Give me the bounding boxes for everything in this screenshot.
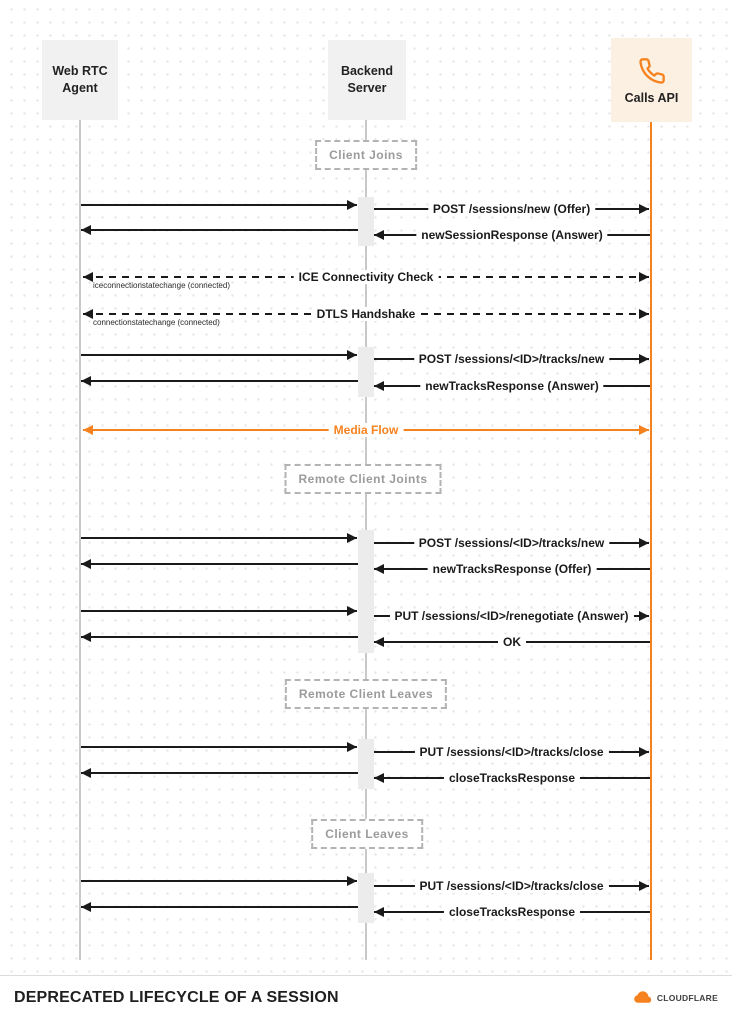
message-label: PUT /sessions/<ID>/tracks/close bbox=[414, 879, 609, 893]
arrowhead-left-icon bbox=[81, 376, 91, 386]
activation-bar bbox=[358, 347, 374, 397]
message-label: POST /sessions/<ID>/tracks/new bbox=[413, 536, 610, 550]
message-label: PUT /sessions/<ID>/tracks/close bbox=[414, 745, 609, 759]
arrowhead-left-icon bbox=[374, 381, 384, 391]
section-label: Client Joins bbox=[315, 140, 417, 170]
message-label: newTracksResponse (Offer) bbox=[427, 562, 597, 576]
actor-calls-api: Calls API bbox=[611, 38, 692, 122]
activations-layer bbox=[358, 197, 374, 923]
message-line bbox=[81, 204, 357, 206]
message-line bbox=[81, 906, 358, 908]
arrowhead-right-icon bbox=[347, 350, 357, 360]
message-line bbox=[81, 746, 357, 748]
arrowhead-right-icon bbox=[347, 876, 357, 886]
message-label: closeTracksResponse bbox=[443, 905, 581, 919]
message-line bbox=[81, 636, 358, 638]
arrowhead-right-icon bbox=[639, 881, 649, 891]
message-line bbox=[81, 354, 357, 356]
cloudflare-brand-text: CLOUDFLARE bbox=[656, 992, 718, 1003]
message-label: OK bbox=[498, 635, 526, 649]
activation-bar bbox=[358, 197, 374, 246]
arrowhead-left-icon bbox=[83, 272, 93, 282]
arrowhead-left-icon bbox=[374, 564, 384, 574]
arrowhead-left-icon bbox=[81, 902, 91, 912]
arrowhead-right-icon bbox=[639, 747, 649, 757]
message-label: PUT /sessions/<ID>/renegotiate (Answer) bbox=[389, 609, 634, 623]
arrowhead-left-icon bbox=[374, 773, 384, 783]
activation-bar bbox=[358, 873, 374, 923]
arrowhead-right-icon bbox=[639, 309, 649, 319]
message-label: DTLS Handshake bbox=[311, 307, 421, 321]
message-label: closeTracksResponse bbox=[443, 771, 581, 785]
arrowhead-right-icon bbox=[639, 425, 649, 435]
actor-label: Backend Server bbox=[340, 64, 394, 95]
message-line bbox=[81, 563, 358, 565]
arrowhead-right-icon bbox=[639, 354, 649, 364]
arrowhead-right-icon bbox=[347, 200, 357, 210]
actor-label: Calls API bbox=[624, 91, 679, 106]
messages-layer: POST /sessions/new (Offer) newSessionResp… bbox=[81, 200, 650, 919]
message-label: POST /sessions/new (Offer) bbox=[427, 202, 596, 216]
message-note: connectionstatechange (connected) bbox=[93, 318, 220, 327]
arrowhead-left-icon bbox=[81, 768, 91, 778]
cloudflare-logo-icon bbox=[633, 991, 653, 1004]
lifeline-web-rtc-agent bbox=[79, 120, 81, 960]
arrowhead-left-icon bbox=[83, 425, 93, 435]
diagram-area: Web RTC Agent Backend Server Calls API P… bbox=[0, 0, 732, 975]
message-label: newSessionResponse (Answer) bbox=[416, 228, 608, 242]
arrowhead-right-icon bbox=[347, 533, 357, 543]
section-label: Remote Client Joints bbox=[284, 464, 442, 494]
arrowhead-left-icon bbox=[81, 225, 91, 235]
activation-bar bbox=[358, 739, 374, 789]
arrowhead-right-icon bbox=[347, 742, 357, 752]
arrowhead-right-icon bbox=[639, 204, 649, 214]
message-label: newTracksResponse (Answer) bbox=[420, 379, 604, 393]
arrowhead-right-icon bbox=[639, 611, 649, 621]
message-line bbox=[81, 537, 357, 539]
section-label: Client Leaves bbox=[311, 819, 423, 849]
arrowhead-left-icon bbox=[374, 230, 384, 240]
arrowhead-left-icon bbox=[83, 309, 93, 319]
cloudflare-brand: CLOUDFLARE bbox=[633, 991, 718, 1004]
message-line bbox=[81, 610, 357, 612]
lifeline-calls-api bbox=[650, 122, 652, 960]
arrowhead-left-icon bbox=[81, 632, 91, 642]
message-label: ICE Connectivity Check bbox=[293, 270, 439, 284]
activation-bar bbox=[358, 530, 374, 653]
message-line bbox=[81, 880, 357, 882]
page-title: DEPRECATED LIFECYCLE OF A SESSION bbox=[14, 988, 339, 1006]
phone-icon bbox=[638, 57, 666, 85]
message-note: iceconnectionstatechange (connected) bbox=[93, 281, 230, 290]
arrowhead-right-icon bbox=[639, 272, 649, 282]
arrowhead-left-icon bbox=[374, 907, 384, 917]
message-line bbox=[81, 229, 358, 231]
actor-label: Web RTC Agent bbox=[52, 64, 108, 95]
arrowhead-right-icon bbox=[347, 606, 357, 616]
arrowhead-right-icon bbox=[639, 538, 649, 548]
message-line bbox=[81, 772, 358, 774]
actor-backend-server: Backend Server bbox=[328, 40, 406, 120]
arrowhead-left-icon bbox=[374, 637, 384, 647]
actor-web-rtc-agent: Web RTC Agent bbox=[42, 40, 118, 120]
message-label: Media Flow bbox=[328, 423, 404, 437]
message-label: POST /sessions/<ID>/tracks/new bbox=[413, 352, 610, 366]
arrowhead-left-icon bbox=[81, 559, 91, 569]
footer: DEPRECATED LIFECYCLE OF A SESSION CLOUDF… bbox=[0, 975, 732, 1019]
section-label: Remote Client Leaves bbox=[284, 679, 448, 709]
message-line bbox=[81, 380, 358, 382]
